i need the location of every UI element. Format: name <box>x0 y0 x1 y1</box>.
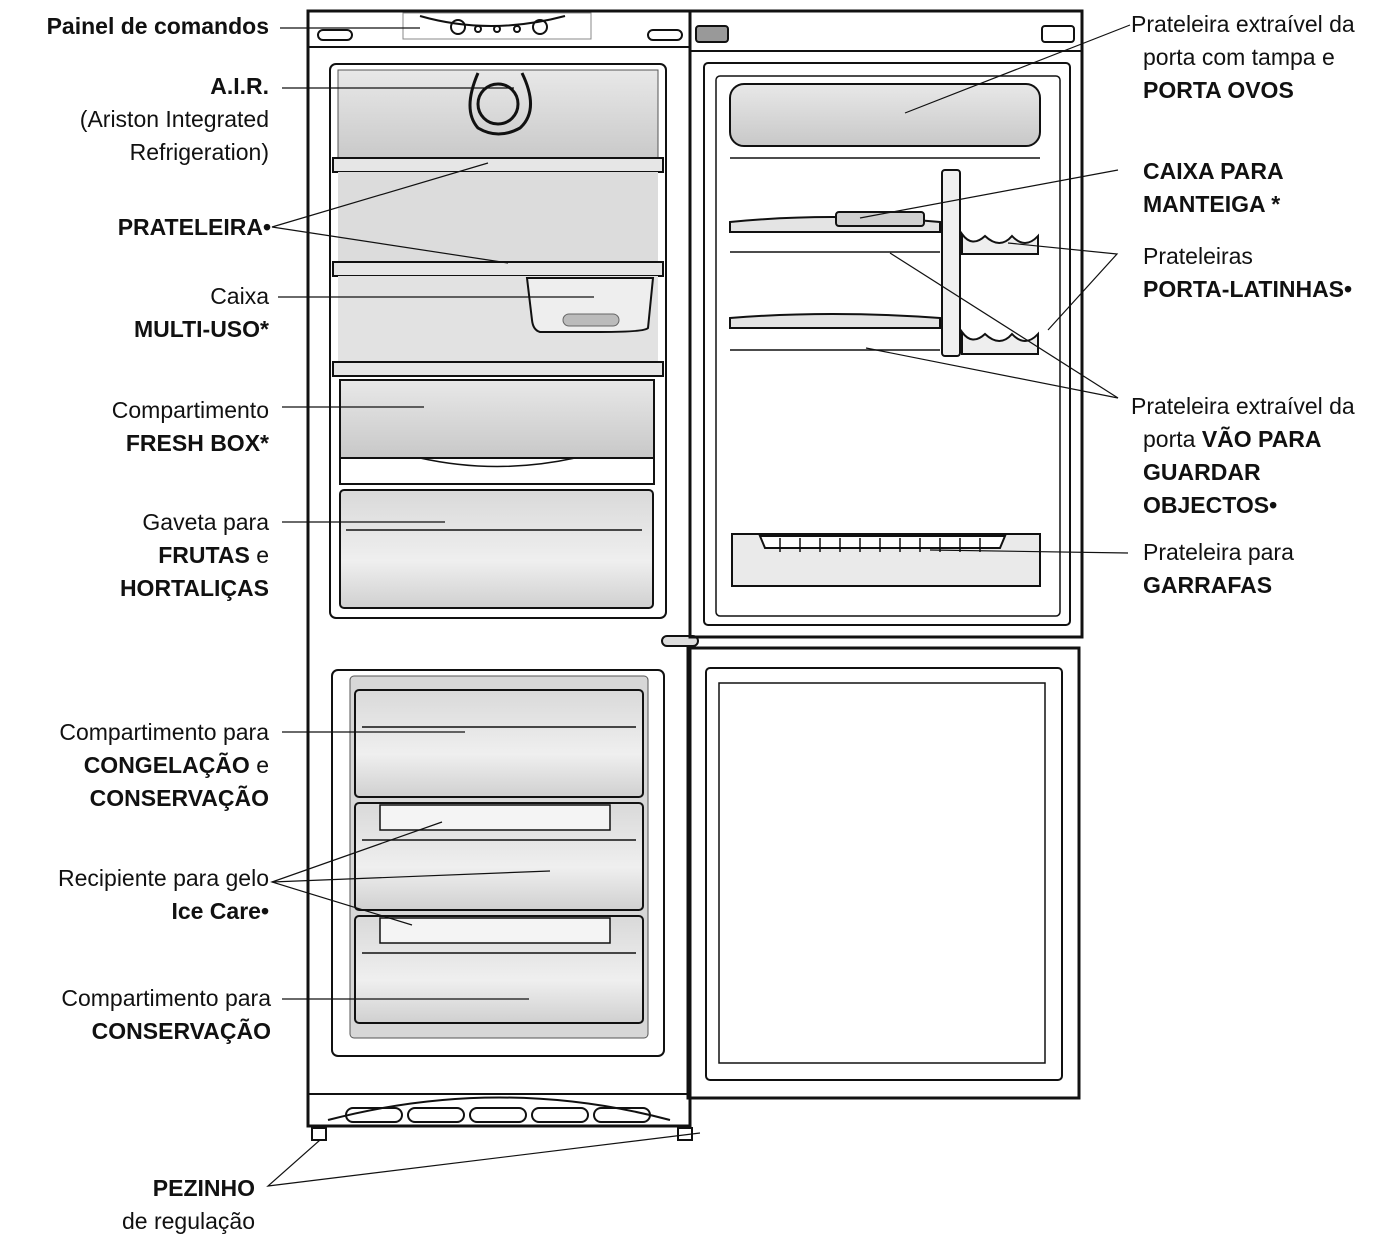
fresh-box <box>339 379 655 459</box>
multi-use-box <box>525 277 655 333</box>
leader-ice-care-2 <box>271 870 551 883</box>
ice-tray-1 <box>379 804 611 831</box>
label-gaveta: Gaveta para FRUTAS e HORTALIÇAS <box>119 509 269 601</box>
base-plinth <box>307 1093 691 1127</box>
freezer-compartment <box>331 669 665 1057</box>
door-shelf-2 <box>729 313 941 329</box>
label-porta-ovos: Prateleira extraível da porta com tampa … <box>1131 11 1355 103</box>
can-rack-2 <box>961 328 1039 355</box>
label-caixa-multi: Caixa MULTI-USO* <box>133 283 269 342</box>
label-air: A.I.R. (Ariston Integrated Refrigeration… <box>79 73 269 165</box>
knob-left <box>450 19 466 35</box>
ice-tray-2 <box>379 917 611 944</box>
label-conservacao: Compartimento para CONSERVAÇÃO <box>61 985 271 1044</box>
leader-prateleira <box>271 162 509 264</box>
foot-left <box>311 1127 327 1141</box>
shelf-2 <box>332 261 664 277</box>
label-vao: Prateleira extraível da porta VÃO PARA G… <box>1131 393 1355 518</box>
fruit-drawer <box>339 489 654 609</box>
leader-latinhas <box>1007 242 1119 331</box>
leader-porta-ovos <box>904 24 1131 114</box>
leader-vao-1 <box>889 252 1119 399</box>
butter-box <box>835 211 925 227</box>
label-prateleira: PRATELEIRA• <box>117 214 271 240</box>
leader-pezinho <box>266 1132 701 1187</box>
knob-right <box>532 19 548 35</box>
fridge-compartment <box>329 63 667 619</box>
shelf-1 <box>332 157 664 173</box>
air-fan <box>468 72 532 136</box>
freezer-door <box>686 646 1081 1100</box>
egg-shelf <box>729 83 1041 147</box>
label-pezinho: PEZINHO de regulação <box>122 1175 255 1234</box>
can-rack-1 <box>961 230 1039 255</box>
freezer-drawer-1 <box>354 689 644 798</box>
label-garrafas: Prateleira para GARRAFAS <box>1143 539 1294 598</box>
label-ice-care: Recipiente para gelo Ice Care• <box>58 865 269 924</box>
label-fresh-box: Compartimento FRESH BOX* <box>111 397 269 456</box>
shelf-3 <box>332 361 664 377</box>
leader-vao-2 <box>865 347 1119 399</box>
label-congelacao: Compartimento para CONGELAÇÃO e CONSERVA… <box>59 719 269 811</box>
leader-garrafas <box>929 549 1129 554</box>
label-latinhas: Prateleiras PORTA-LATINHAS• <box>1143 243 1353 302</box>
label-manteiga: CAIXA PARA MANTEIGA * <box>1143 158 1284 217</box>
leader-manteiga <box>859 169 1119 219</box>
label-painel: Painel de comandos <box>46 13 269 39</box>
